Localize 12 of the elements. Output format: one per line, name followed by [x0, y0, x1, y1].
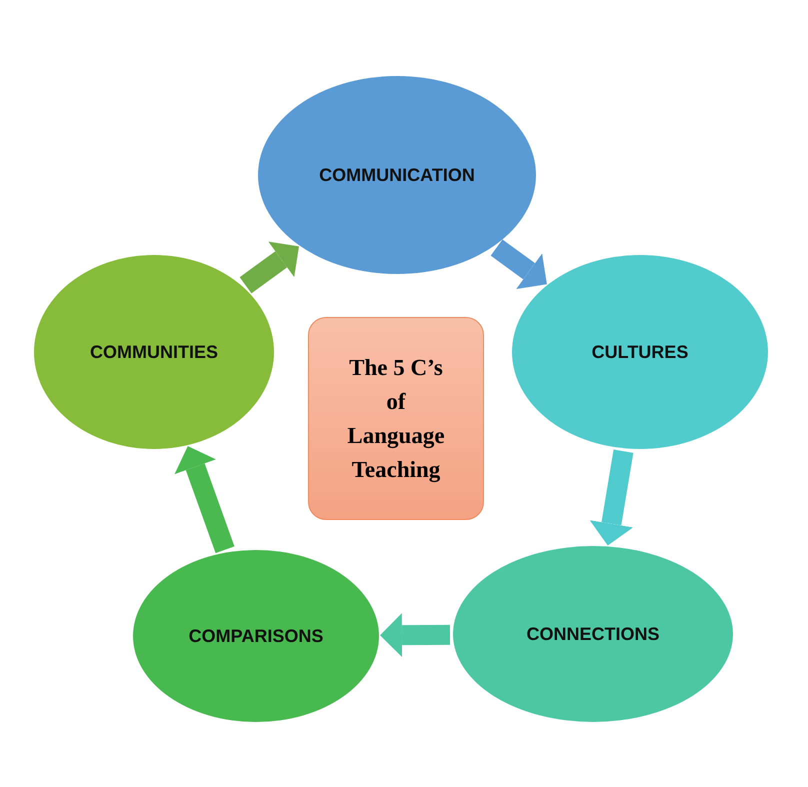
node-label: CONNECTIONS [526, 624, 660, 644]
node-label: COMMUNICATION [319, 164, 475, 186]
block-arrow [590, 450, 634, 546]
block-arrow [240, 242, 300, 294]
title-card [308, 317, 484, 520]
node-label: COMMUNITIES [90, 342, 218, 362]
node-label: COMPARISONS [188, 626, 324, 646]
title-text: The 5 C’s of Language Teaching [346, 354, 446, 484]
block-arrow [490, 239, 547, 290]
node-label: CULTURES [592, 342, 688, 362]
block-arrow [380, 613, 450, 658]
block-arrow [174, 446, 234, 554]
